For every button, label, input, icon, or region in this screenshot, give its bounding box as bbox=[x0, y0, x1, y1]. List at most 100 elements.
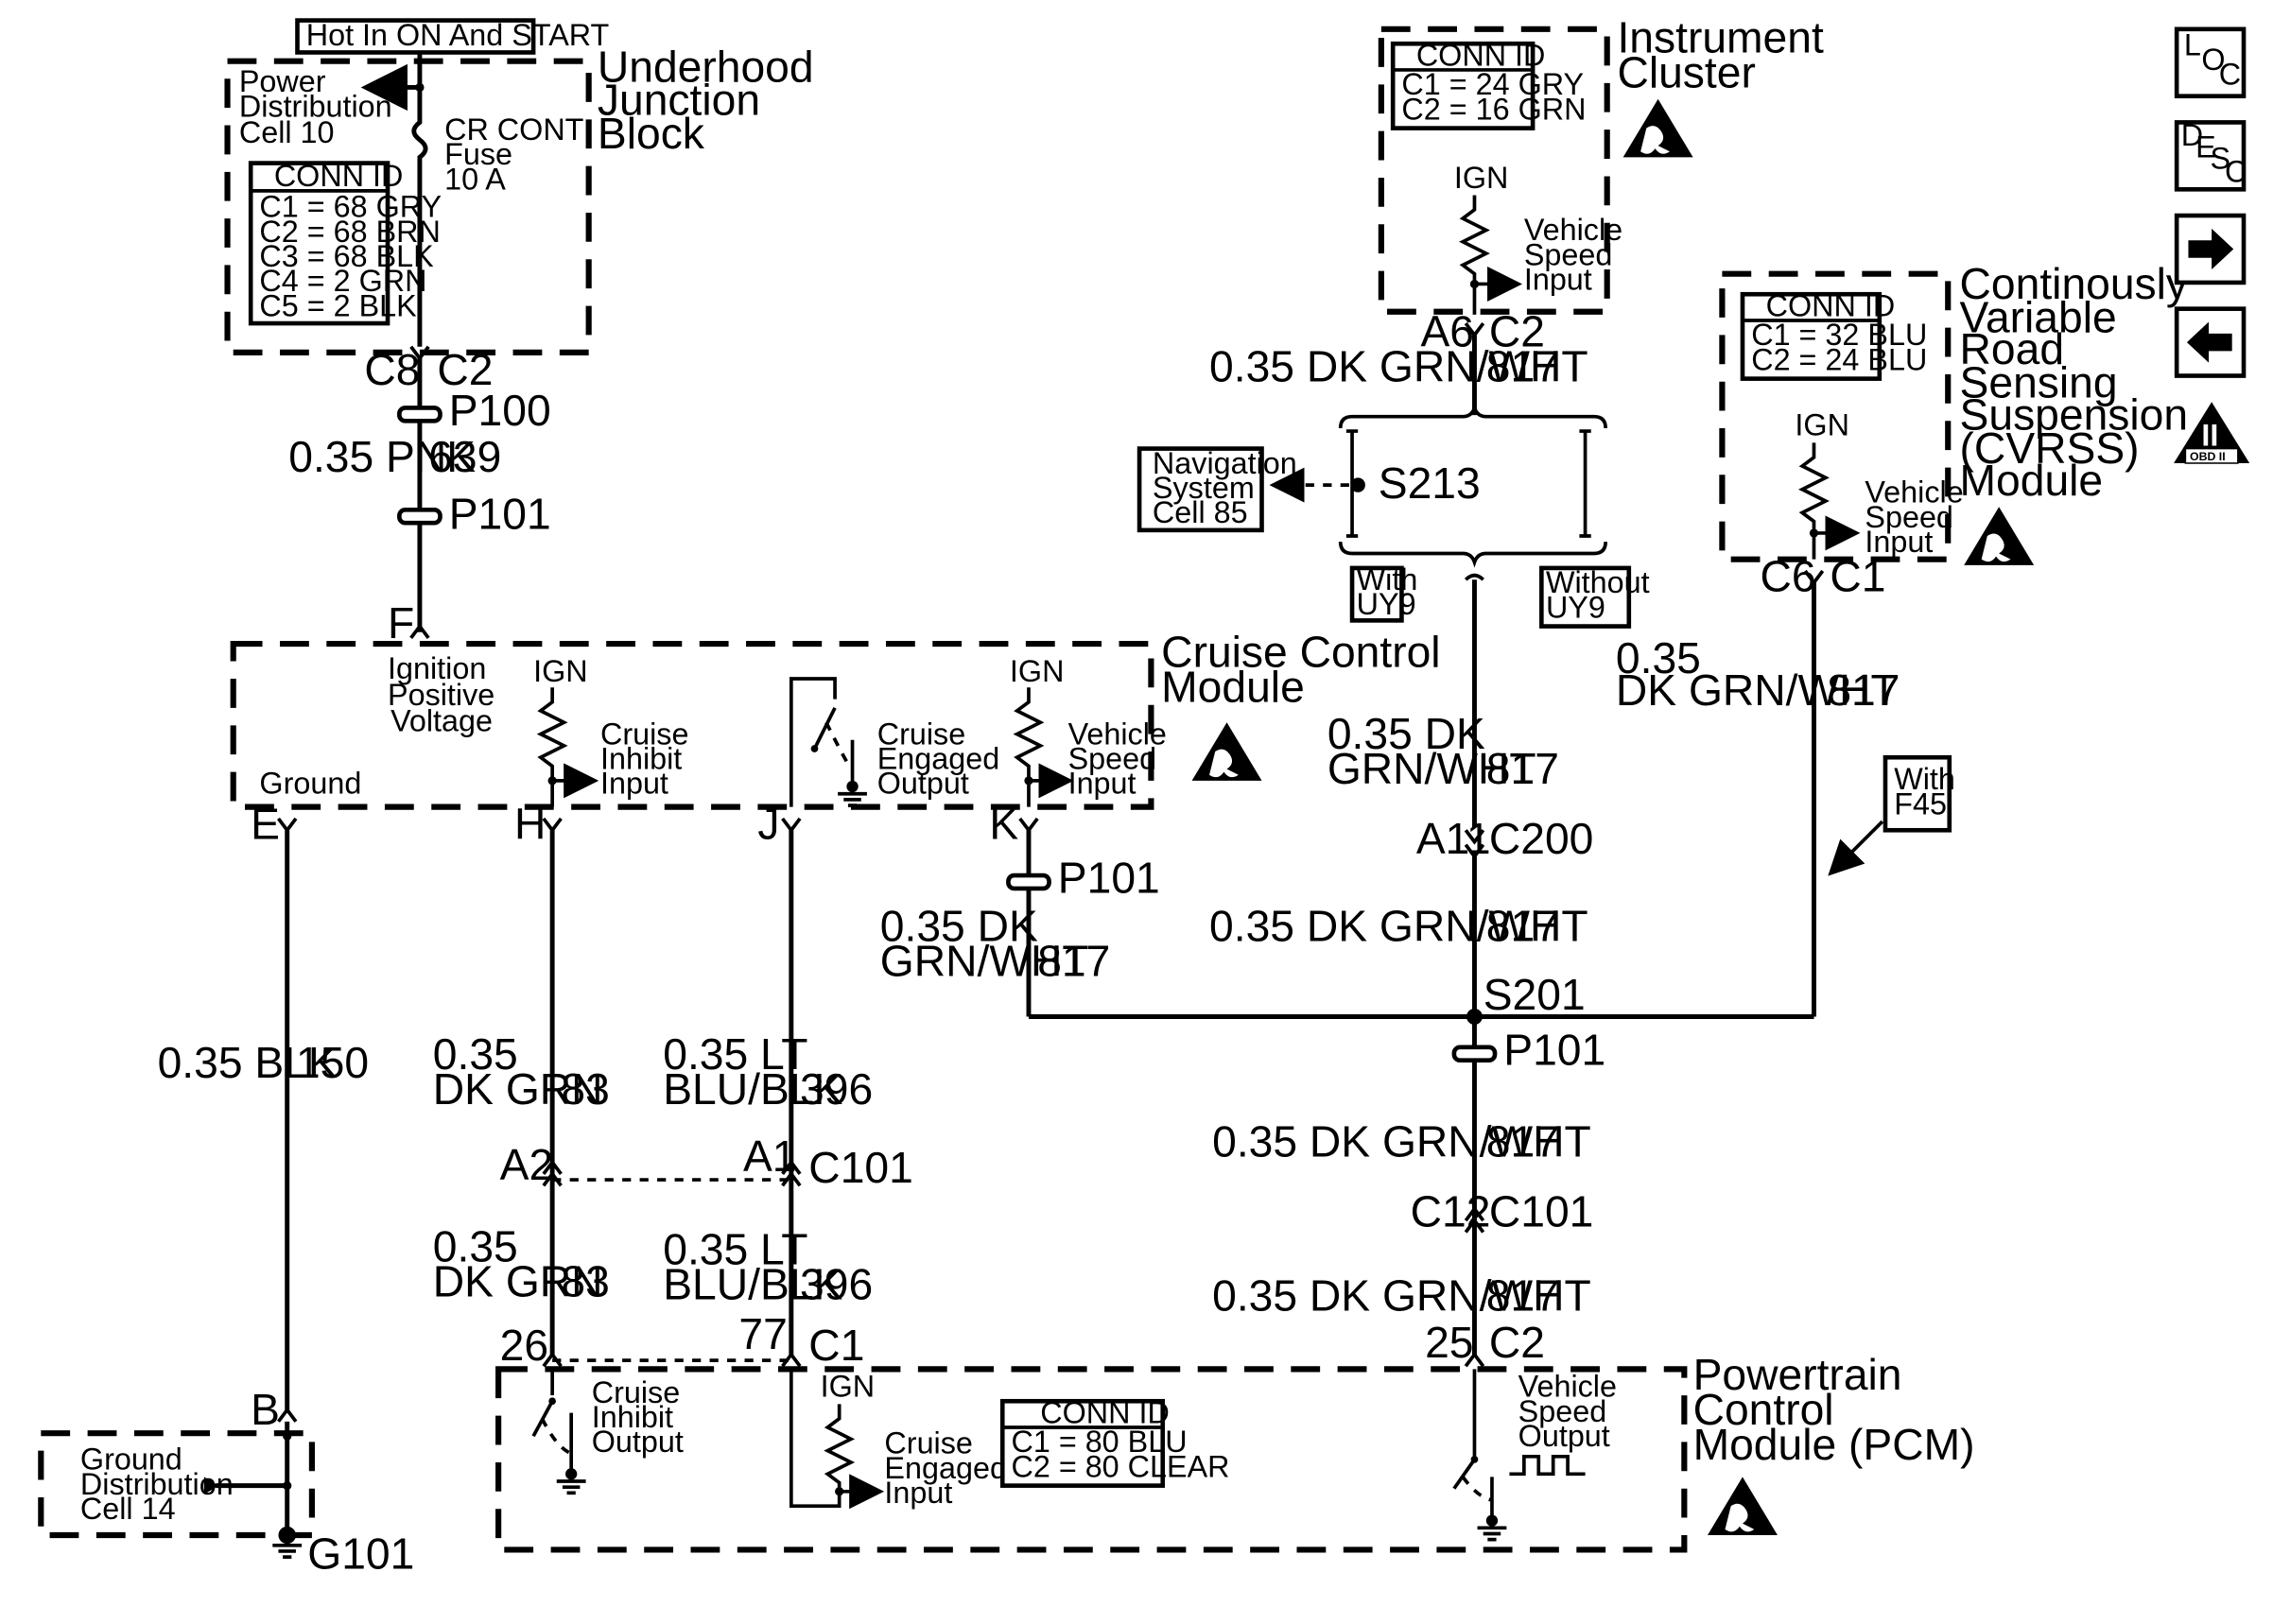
without-uy9-2: UY9 bbox=[1546, 590, 1605, 624]
previous-arrow-icon[interactable] bbox=[2174, 306, 2247, 378]
underhood-title-2: Junction bbox=[598, 76, 760, 125]
ccm-inhibit-1: Cruise bbox=[600, 717, 688, 751]
wire-83-top-circuit: 83 bbox=[561, 1064, 609, 1114]
sidebar-icons: L O C D E S C II OBD II bbox=[2174, 26, 2250, 464]
wire-639-circuit: 639 bbox=[428, 432, 501, 481]
ccm-ign-pos-3: Voltage bbox=[390, 703, 493, 737]
wire-817-top-circuit: 817 bbox=[1486, 342, 1559, 391]
wire-150: 0.35 BLK 150 B bbox=[158, 830, 369, 1434]
wire-639-label: 0.35 PNK bbox=[288, 432, 476, 481]
ccm-vss-1: Vehicle bbox=[1068, 717, 1167, 751]
ccm-pin-j: J bbox=[757, 800, 779, 849]
ccm-ign-2: IGN bbox=[1010, 654, 1065, 688]
navigation-2: System bbox=[1153, 471, 1255, 505]
pcm-pin-25: 25 bbox=[1425, 1318, 1473, 1367]
ccm-engaged-2: Engaged bbox=[877, 742, 1000, 776]
ccm-pin-k: K bbox=[989, 800, 1018, 849]
cruise-control-module: Cruise Control Module Ignition Positive … bbox=[230, 628, 1441, 849]
p101-label-top: P101 bbox=[449, 489, 551, 538]
wire-150-circuit: 150 bbox=[296, 1038, 369, 1087]
fuse-label-2: Fuse bbox=[444, 137, 512, 171]
svg-text:II: II bbox=[2201, 418, 2218, 452]
svg-text:E: E bbox=[2195, 130, 2216, 164]
wire-83-bottom-label-2: DK GRN bbox=[433, 1256, 603, 1305]
cluster-vss-1: Vehicle bbox=[1524, 213, 1622, 247]
ccm-ign-pos-2: Positive bbox=[388, 678, 495, 712]
ccm-inhibit-2: Inhibit bbox=[600, 742, 682, 776]
hot-label: Hot In ON And START bbox=[306, 18, 610, 52]
pcm-pin-c2: C2 bbox=[1489, 1318, 1545, 1367]
cluster-conn-c1: C1 = 24 GRY bbox=[1401, 67, 1584, 101]
wire-after-c200-circuit: 817 bbox=[1486, 901, 1559, 950]
underhood-conn-c4: C4 = 2 GRN bbox=[259, 264, 426, 298]
p101-label-bottom: P101 bbox=[1503, 1025, 1605, 1074]
pcm-vss-2: Speed bbox=[1518, 1394, 1607, 1428]
ccm-inhibit-3: Input bbox=[600, 767, 668, 801]
wire-after-c200-label: 0.35 DK GRN/WHT bbox=[1209, 901, 1588, 950]
ccm-title-1: Cruise Control bbox=[1161, 628, 1440, 677]
ground-dist-1: Ground bbox=[80, 1443, 182, 1477]
wire-mid-circuit: 817 bbox=[1486, 744, 1559, 793]
wire-396-bottom-circuit: 396 bbox=[800, 1259, 873, 1308]
wire-below-s201-label: 0.35 DK GRN/WHT bbox=[1212, 1116, 1591, 1166]
wire-396-top-label-1: 0.35 LT bbox=[663, 1029, 807, 1079]
obd-ii-icon[interactable]: II OBD II bbox=[2174, 402, 2250, 464]
ccm-ign-pos-1: Ignition bbox=[388, 651, 486, 685]
cvrss-conn-c2: C2 = 24 BLU bbox=[1751, 342, 1927, 376]
wire-817-bottom: P101 0.35 DK GRN/WHT 817 C12 C101 0.35 D… bbox=[1212, 1016, 1605, 1368]
cluster-conn-table bbox=[1390, 41, 1536, 130]
wire-817-top: 0.35 DK GRN/WHT 817 S213 Navigation Syst… bbox=[1136, 335, 1650, 1017]
s213-label: S213 bbox=[1379, 458, 1481, 508]
navigation-box bbox=[1136, 446, 1264, 533]
wire-396-top-circuit: 396 bbox=[800, 1064, 873, 1114]
ccm-vss-3: Input bbox=[1068, 767, 1136, 801]
underhood-conn-c3: C3 = 68 BLK bbox=[259, 239, 434, 273]
pcm-inhibit-1: Cruise bbox=[592, 1375, 680, 1409]
ccm-engaged-1: Cruise bbox=[877, 717, 965, 751]
with-uy9-box bbox=[1349, 565, 1404, 623]
wire-817-top-label: 0.35 DK GRN/WHT bbox=[1209, 342, 1588, 391]
cvrss-title-2: Variable bbox=[1960, 292, 2117, 341]
wire-below-s201-circuit: 817 bbox=[1486, 1116, 1559, 1166]
wire-150-label: 0.35 BLK bbox=[158, 1038, 338, 1087]
loc-icon[interactable]: L O C bbox=[2174, 26, 2247, 99]
wire-83-bottom-circuit: 83 bbox=[561, 1256, 609, 1305]
pcm-engaged-1: Cruise bbox=[884, 1426, 972, 1460]
wire-bottom-right-circuit: 817 bbox=[1486, 1271, 1559, 1321]
cvrss-conn-title: CONN ID bbox=[1766, 288, 1896, 322]
navigation-3: Cell 85 bbox=[1153, 495, 1248, 529]
cluster-pin-a6: A6 bbox=[1420, 307, 1474, 356]
ccm-pin-h: H bbox=[514, 800, 546, 849]
without-uy9-1: Without bbox=[1546, 565, 1650, 599]
pcm-pin-c1: C1 bbox=[808, 1321, 864, 1370]
desc-icon[interactable]: D E S C bbox=[2174, 118, 2247, 192]
underhood-conn-c1: C1 = 68 GRY bbox=[259, 190, 442, 224]
cluster-conn-c2: C2 = 16 GRN bbox=[1401, 92, 1586, 126]
c101-pin-a2: A2 bbox=[500, 1140, 554, 1189]
cvrss-conn-table bbox=[1740, 291, 1883, 381]
cvrss-title-5: Suspension bbox=[1960, 390, 2189, 440]
with-uy9-1: With bbox=[1357, 562, 1418, 596]
svg-text:O: O bbox=[2201, 43, 2225, 77]
c101-right-pin: C12 bbox=[1411, 1186, 1491, 1235]
ccm-pin-e: E bbox=[251, 800, 280, 849]
fuse-symbol bbox=[411, 87, 428, 347]
cluster-vss-2: Speed bbox=[1524, 237, 1613, 271]
pcm-title-2: Control bbox=[1693, 1385, 1834, 1434]
c101-right-name: C101 bbox=[1489, 1186, 1594, 1235]
wire-83-top-label-2: DK GRN bbox=[433, 1064, 603, 1114]
next-arrow-icon[interactable] bbox=[2174, 213, 2247, 285]
p101-label-k: P101 bbox=[1058, 854, 1160, 903]
c101-left-name: C101 bbox=[808, 1143, 913, 1192]
wire-639: P100 0.35 PNK 639 P101 F bbox=[288, 358, 551, 648]
underhood-title-3: Block bbox=[598, 109, 705, 158]
wire-k-label-2: GRN/WHT bbox=[880, 936, 1089, 985]
cluster-conn-title: CONN ID bbox=[1416, 38, 1546, 72]
pcm-engaged-3: Input bbox=[884, 1476, 952, 1510]
pcm-conn-title: CONN ID bbox=[1040, 1395, 1170, 1429]
cluster-title-2: Cluster bbox=[1617, 47, 1755, 96]
wire-cvrss-label-2: DK GRN/WHT bbox=[1616, 665, 1898, 715]
power-dist-3: Cell 10 bbox=[239, 115, 335, 149]
cvrss-title-3: Road bbox=[1960, 324, 2065, 373]
fuse-label-3: 10 A bbox=[444, 162, 506, 196]
